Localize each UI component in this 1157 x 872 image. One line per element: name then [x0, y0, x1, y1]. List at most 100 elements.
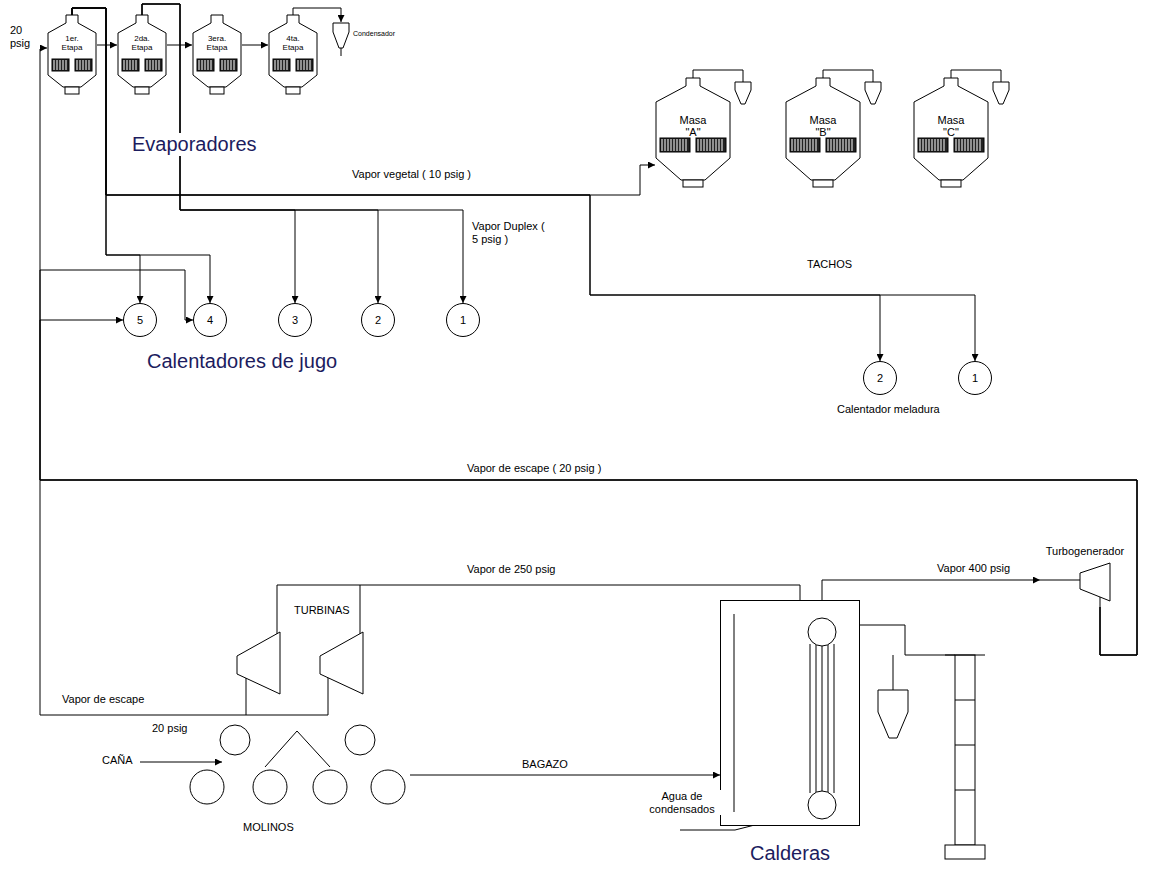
- vessel-outline: [269, 15, 317, 87]
- node-label: Turbogenerador: [1046, 545, 1124, 557]
- condenser-symbol: [333, 23, 349, 48]
- mill-roller: [313, 770, 347, 804]
- heating-coil: [145, 59, 162, 71]
- coil-stripe: [707, 139, 708, 151]
- mill-roller: [220, 725, 250, 755]
- heater-circle: 5: [123, 303, 157, 337]
- coil-stripe: [205, 60, 206, 70]
- turbine-symbol: [320, 632, 363, 694]
- vessel-outline: [786, 78, 860, 180]
- mill-roller: [253, 770, 287, 804]
- coil-stripe: [852, 139, 853, 151]
- coil-stripe: [202, 60, 203, 70]
- node-label: Masa "A": [673, 114, 713, 138]
- steam-250-line: [360, 585, 361, 634]
- heater-outline: [959, 362, 992, 395]
- turbine-symbol: [237, 632, 280, 694]
- coil-stripe: [281, 60, 282, 70]
- vessel-outline: [914, 78, 988, 180]
- node-label: 5: [137, 314, 143, 326]
- mill-roller: [345, 725, 375, 755]
- coil-stripe: [716, 139, 717, 151]
- vessel-outlet: [941, 180, 961, 187]
- node-shape: [117, 15, 167, 95]
- condenser-symbol: [735, 82, 751, 104]
- node-label: MOLINOS: [243, 821, 294, 833]
- coil-stripe: [926, 139, 927, 151]
- vacuum-pan: Masa "B": [785, 78, 861, 188]
- coil-stripe: [147, 60, 148, 70]
- heating-coil: [790, 138, 820, 152]
- steam-line: [410, 775, 720, 776]
- coil-stripe: [680, 139, 681, 151]
- coil-stripe: [674, 139, 675, 151]
- coil-stripe: [965, 139, 966, 151]
- node-shape: [192, 15, 242, 95]
- vessel-outlet: [286, 87, 300, 94]
- coil-stripe: [89, 60, 90, 70]
- steam-line: [822, 580, 1040, 600]
- steam-line: [72, 8, 880, 361]
- coil-stripe: [722, 139, 723, 151]
- coil-stripe: [127, 60, 128, 70]
- node-label: 1er. Etapa: [57, 35, 87, 53]
- node-label: 1: [972, 372, 978, 384]
- coil-stripe: [849, 139, 850, 151]
- vacuum-pan: Masa "C": [913, 78, 989, 188]
- coil-stripe: [677, 139, 678, 151]
- diagram-label: TURBINAS: [292, 604, 352, 617]
- heater-outline: [194, 304, 227, 337]
- heating-coil: [696, 138, 726, 152]
- coil-stripe: [683, 139, 684, 151]
- heater-circle: 2: [863, 361, 897, 395]
- coil-stripe: [298, 60, 299, 70]
- coil-stripe: [130, 60, 131, 70]
- heating-coil: [220, 59, 237, 71]
- heater-outline: [864, 362, 897, 395]
- coil-stripe: [807, 139, 808, 151]
- node-shape: [47, 15, 97, 95]
- coil-stripe: [80, 60, 81, 70]
- coil-stripe: [701, 139, 702, 151]
- node-shape: [268, 15, 318, 95]
- coil-stripe: [974, 139, 975, 151]
- diagram-label: Calentador meladura: [835, 403, 942, 416]
- vessel-outline: [48, 15, 96, 87]
- coil-stripe: [159, 60, 160, 70]
- heater-circle: 1: [446, 303, 480, 337]
- heating-coil: [918, 138, 948, 152]
- diagram-label: 20 psig: [150, 722, 189, 735]
- vessel-outlet: [210, 87, 224, 94]
- node-label: Masa "B": [803, 114, 843, 138]
- heater-outline: [124, 304, 157, 337]
- coil-stripe: [208, 60, 209, 70]
- exhaust-stub: [1100, 597, 1101, 607]
- heating-coil: [826, 138, 856, 152]
- node-label: 2: [877, 372, 883, 384]
- line-label: Vapor vegetal ( 10 psig ): [350, 168, 473, 181]
- coil-stripe: [671, 139, 672, 151]
- coil-stripe: [980, 139, 981, 151]
- coil-stripe: [228, 60, 229, 70]
- node-label: Calderas: [750, 842, 830, 864]
- diagram-label: Calentadores de jugo: [145, 350, 339, 373]
- diagram-label: Condensador: [351, 30, 397, 38]
- coil-stripe: [225, 60, 226, 70]
- condenser-tail: [341, 48, 342, 56]
- coil-stripe: [698, 139, 699, 151]
- coil-stripe: [834, 139, 835, 151]
- coil-stripe: [932, 139, 933, 151]
- vacuum-pan: Masa "A": [655, 78, 731, 188]
- vessel-outline: [118, 15, 166, 87]
- mill-train: MOLINOS: [185, 725, 410, 835]
- heating-coil: [197, 59, 214, 71]
- coil-stripe: [959, 139, 960, 151]
- evaporator-vessel: 2da. Etapa: [117, 15, 167, 95]
- node-shape: [720, 600, 860, 864]
- vessel-outlet: [813, 180, 833, 187]
- steam-line: [40, 48, 1137, 655]
- coil-stripe: [804, 139, 805, 151]
- heating-coil: [296, 59, 313, 71]
- node-label: 4ta. Etapa: [278, 35, 308, 53]
- heater-outline: [447, 304, 480, 337]
